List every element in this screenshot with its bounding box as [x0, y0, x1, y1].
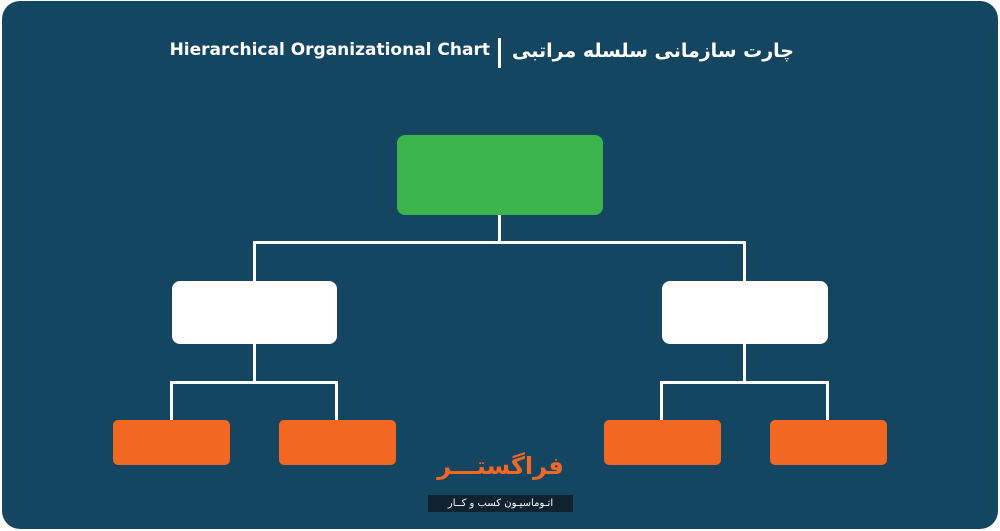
staff-node-4 [770, 420, 887, 465]
title-english: Hierarchical Organizational Chart [169, 40, 490, 60]
connector-level1-horizontal [253, 241, 746, 244]
connector-left-manager-down [253, 344, 256, 383]
connector-right-manager-down [743, 344, 746, 383]
connector-right-leaf-2 [826, 381, 829, 420]
connector-right-horizontal [660, 381, 829, 384]
connector-to-right-manager [743, 241, 746, 281]
staff-node-3 [604, 420, 721, 465]
staff-node-2 [279, 420, 396, 465]
connector-right-leaf-1 [660, 381, 663, 420]
connector-to-left-manager [253, 241, 256, 281]
title-separator [498, 38, 501, 68]
connector-left-horizontal [170, 381, 338, 384]
manager-node-left [172, 281, 337, 344]
connector-left-leaf-2 [335, 381, 338, 420]
connector-root-down [498, 215, 501, 243]
title-row: Hierarchical Organizational Chart چارت س… [0, 38, 1000, 72]
title-persian: چارت سازمانی سلسله مراتبی [512, 40, 794, 62]
connector-left-leaf-1 [170, 381, 173, 420]
brand-tagline: اتـوماسیـون کسب و کــار [428, 495, 573, 512]
manager-node-right [662, 281, 828, 344]
staff-node-1 [113, 420, 230, 465]
root-node [397, 135, 603, 215]
brand-logo-name: فراگستـــر [437, 452, 564, 480]
